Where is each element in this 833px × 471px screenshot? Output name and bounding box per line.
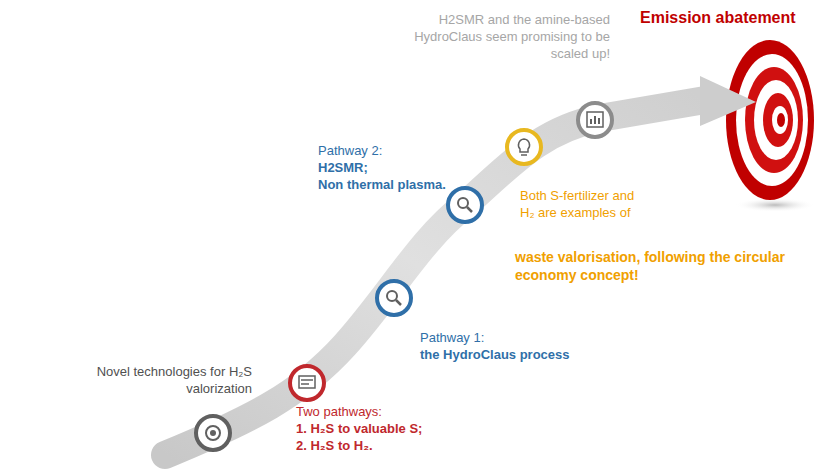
pathway-heading: Pathway 2:	[318, 143, 458, 160]
milestone-6	[578, 103, 612, 137]
pathways-heading: Two pathways:	[296, 404, 496, 421]
road-arrowhead	[700, 76, 756, 126]
intro-note: Novel technologies for H₂S valorization	[40, 364, 252, 398]
valorisation-note: Both S-fertilizer and H₂ are examples of	[520, 188, 638, 222]
milestone-5	[507, 130, 541, 164]
conclusion-note: H2SMR and the amine-based HydroClaus see…	[405, 12, 610, 63]
pathway-item: 2. H₂S to H₂.	[296, 438, 496, 455]
pathway-name: H2SMR;	[318, 160, 458, 177]
target	[726, 40, 815, 212]
milestone-4	[448, 188, 482, 222]
milestone-3	[377, 281, 411, 315]
pathway-name: Non thermal plasma.	[318, 177, 458, 194]
milestone-1	[196, 416, 230, 450]
valorisation-note: waste valorisation, following the circul…	[515, 248, 815, 284]
goal-title: Emission abatement	[640, 8, 825, 29]
milestone-2	[290, 366, 324, 400]
pathway-heading: Pathway 1:	[420, 330, 620, 347]
pathway-item: 1. H₂S to valuable S;	[296, 421, 496, 438]
pathway-name: the HydroClaus process	[420, 347, 620, 364]
